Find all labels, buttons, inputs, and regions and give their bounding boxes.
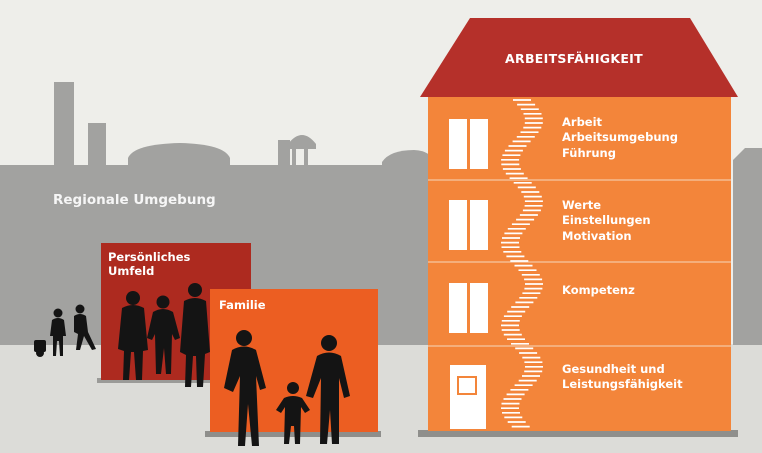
floor-1-line-1: Gesundheit und bbox=[562, 362, 665, 376]
floor-2-line-1: Kompetenz bbox=[562, 283, 635, 297]
floor-3-line-1: Werte bbox=[562, 198, 602, 212]
floor-4-line-1: Arbeit bbox=[562, 115, 603, 129]
floor-2-label: Kompetenz bbox=[562, 283, 635, 298]
staircase bbox=[501, 99, 543, 428]
house-door bbox=[450, 365, 486, 429]
floor-3-line-2: Einstellungen bbox=[562, 213, 651, 228]
house-roof bbox=[420, 18, 738, 97]
floor-1-label: Gesundheit und Leistungsfähigkeit bbox=[562, 362, 683, 393]
family-label: Familie bbox=[219, 298, 266, 312]
personal-environment-label-line2: Umfeld bbox=[108, 264, 155, 279]
floor-3-label: Werte Einstellungen Motivation bbox=[562, 198, 651, 244]
regional-environment-label: Regionale Umgebung bbox=[53, 192, 216, 208]
personal-environment-label: Persönliches Umfeld bbox=[108, 250, 190, 279]
floor-4-label: Arbeit Arbeitsumgebung Führung bbox=[562, 115, 678, 161]
floor-1-line-2: Leistungsfähigkeit bbox=[562, 377, 683, 392]
house bbox=[418, 18, 738, 437]
people-silhouettes bbox=[34, 283, 350, 446]
floor-4-line-3: Führung bbox=[562, 145, 616, 160]
floor-4-line-2: Arbeitsumgebung bbox=[562, 130, 678, 145]
floor-3-line-3: Motivation bbox=[562, 228, 632, 243]
personal-environment-label-line1: Persönliches bbox=[108, 250, 191, 264]
roof-label: ARBEITSFÄHIGKEIT bbox=[505, 51, 643, 66]
floor-dividers bbox=[428, 179, 731, 347]
